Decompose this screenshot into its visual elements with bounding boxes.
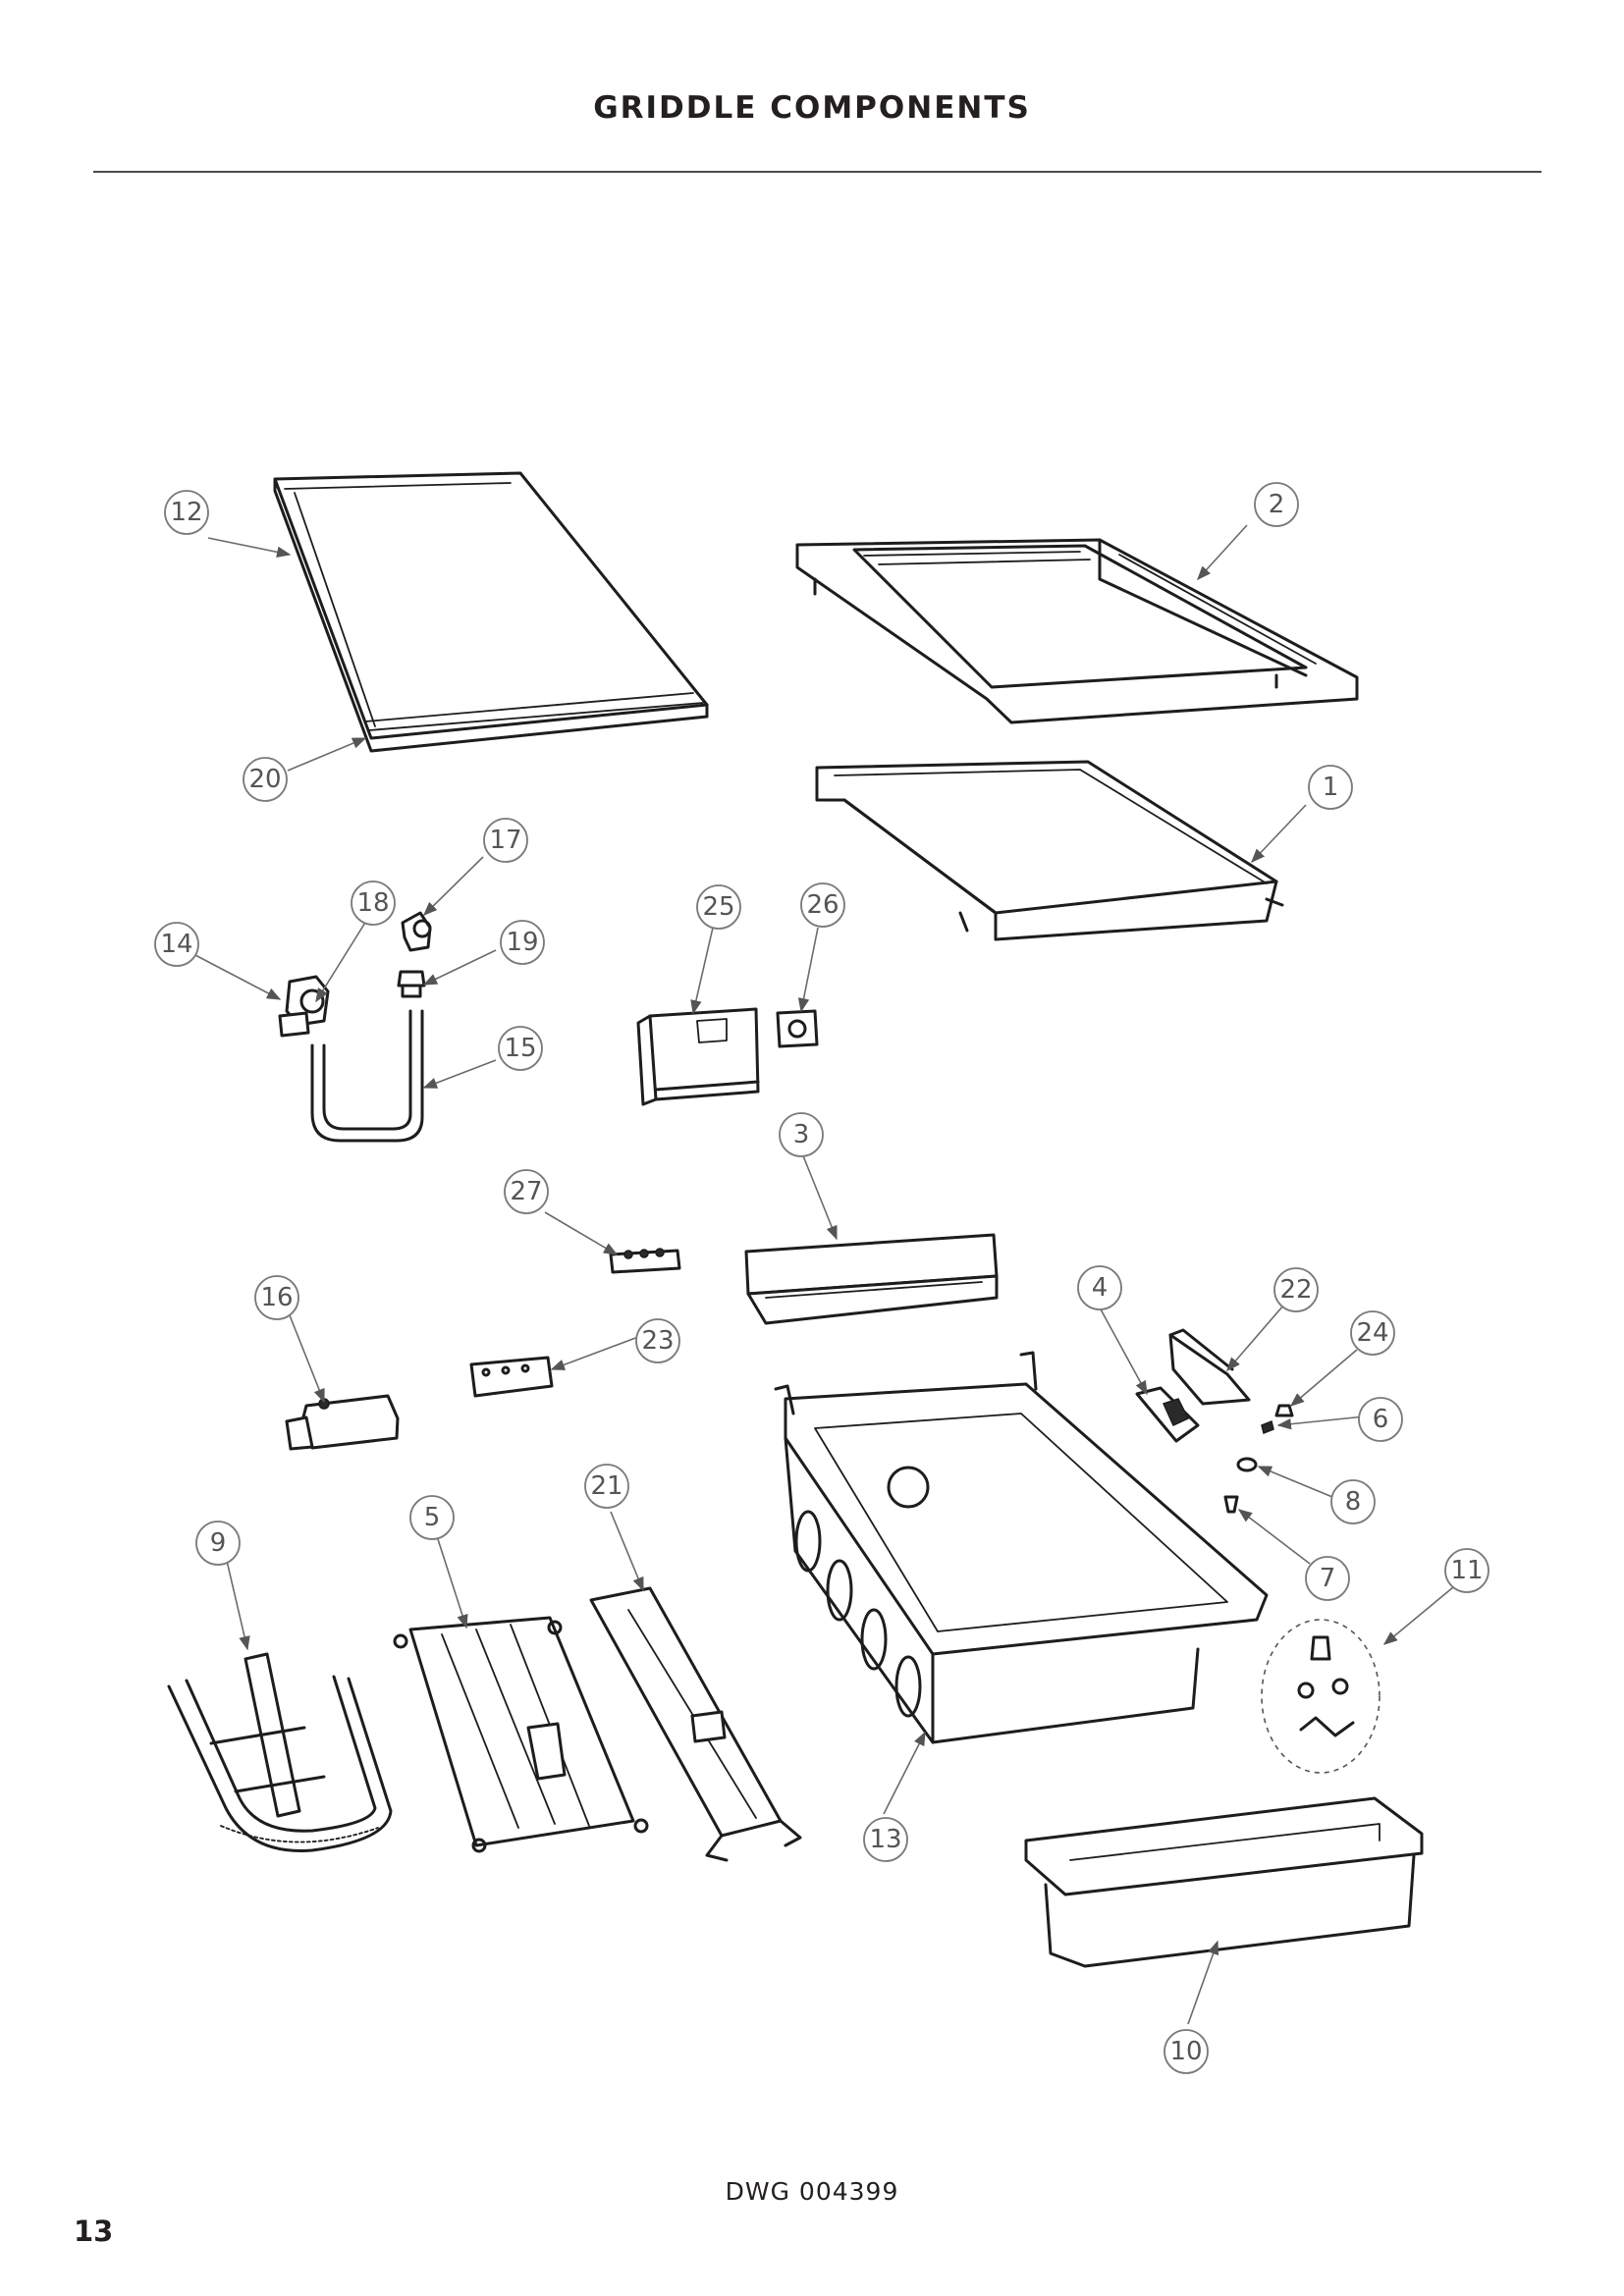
callout-3: 3 [779,1112,824,1157]
svg-text:21: 21 [590,1471,623,1501]
callout-6: 6 [1358,1397,1403,1442]
svg-text:17: 17 [489,826,521,855]
svg-text:1: 1 [1323,773,1339,802]
callout-20: 20 [243,757,288,802]
part-hinge-bracket [469,1356,554,1398]
callout-25: 25 [696,884,741,930]
svg-text:6: 6 [1373,1405,1389,1434]
drawing-number: DWG 004399 [725,2177,899,2206]
part-grease-tray [1024,1796,1424,1968]
callout-5: 5 [409,1495,455,1540]
callout-26: 26 [800,882,845,928]
page-title: GRIDDLE COMPONENTS [593,90,1031,126]
callout-9: 9 [195,1521,241,1566]
callout-14: 14 [154,922,199,967]
svg-text:8: 8 [1345,1487,1362,1517]
part-griddle-front-trim [368,702,704,731]
callout-1: 1 [1308,765,1353,810]
callout-4: 4 [1077,1265,1122,1310]
callout-2: 2 [1254,482,1299,527]
part-frame [795,538,1359,724]
callout-7: 7 [1305,1556,1350,1601]
part-heat-shield [744,1233,999,1325]
callout-18: 18 [351,881,396,926]
svg-text:19: 19 [506,928,538,957]
part-burner-support [589,1586,802,1862]
part-burner [167,1652,393,1852]
part-ignition-module [285,1394,400,1451]
svg-text:22: 22 [1279,1275,1312,1305]
svg-text:26: 26 [806,890,839,920]
callout-12: 12 [164,490,209,535]
part-small-hardware [1223,1404,1294,1514]
part-igniter-switch [1135,1386,1200,1443]
svg-text:16: 16 [260,1283,293,1312]
part-gas-tube [310,1009,424,1143]
svg-text:25: 25 [702,892,734,922]
callout-leaders [192,524,1454,2025]
callout-11: 11 [1444,1548,1489,1593]
callout-10: 10 [1164,2029,1209,2074]
part-control-bracket [1168,1328,1251,1406]
svg-text:9: 9 [210,1528,227,1558]
callout-16: 16 [254,1275,299,1320]
svg-text:5: 5 [424,1503,441,1532]
callout-27: 27 [504,1169,549,1214]
part-firebox [774,1351,1269,1744]
svg-text:12: 12 [170,498,202,527]
callout-17: 17 [483,818,528,863]
callout-8: 8 [1330,1479,1376,1524]
callout-23: 23 [635,1318,680,1363]
part-compression-fitting [397,970,426,998]
callout-21: 21 [584,1464,629,1509]
part-elbow-fitting [401,911,432,952]
part-fastener-kit [1261,1619,1380,1774]
title-divider [93,171,1542,173]
callout-19: 19 [500,920,545,965]
part-gas-regulator [278,975,330,1038]
part-valve-bracket [636,1007,760,1106]
svg-text:3: 3 [793,1120,810,1149]
svg-text:24: 24 [1356,1318,1388,1348]
svg-text:18: 18 [356,888,389,918]
svg-text:20: 20 [248,765,281,794]
svg-text:10: 10 [1169,2037,1202,2066]
callout-22: 22 [1273,1267,1319,1312]
part-gas-manifold [609,1248,681,1274]
callout-13: 13 [863,1817,908,1862]
svg-text:13: 13 [869,1825,901,1854]
part-drip-tray [815,760,1284,941]
svg-text:27: 27 [510,1177,542,1206]
svg-text:7: 7 [1320,1564,1336,1593]
svg-text:23: 23 [641,1326,674,1356]
svg-text:2: 2 [1269,490,1285,519]
part-griddle-plate [273,471,709,753]
part-burner-plate [393,1616,649,1853]
svg-text:11: 11 [1450,1556,1483,1585]
callout-15: 15 [498,1026,543,1071]
page-number: 13 [74,2215,114,2248]
svg-text:15: 15 [504,1034,536,1063]
svg-text:14: 14 [160,930,192,959]
part-bracket-plate [776,1009,819,1048]
callout-24: 24 [1350,1310,1395,1356]
svg-text:4: 4 [1092,1273,1109,1303]
